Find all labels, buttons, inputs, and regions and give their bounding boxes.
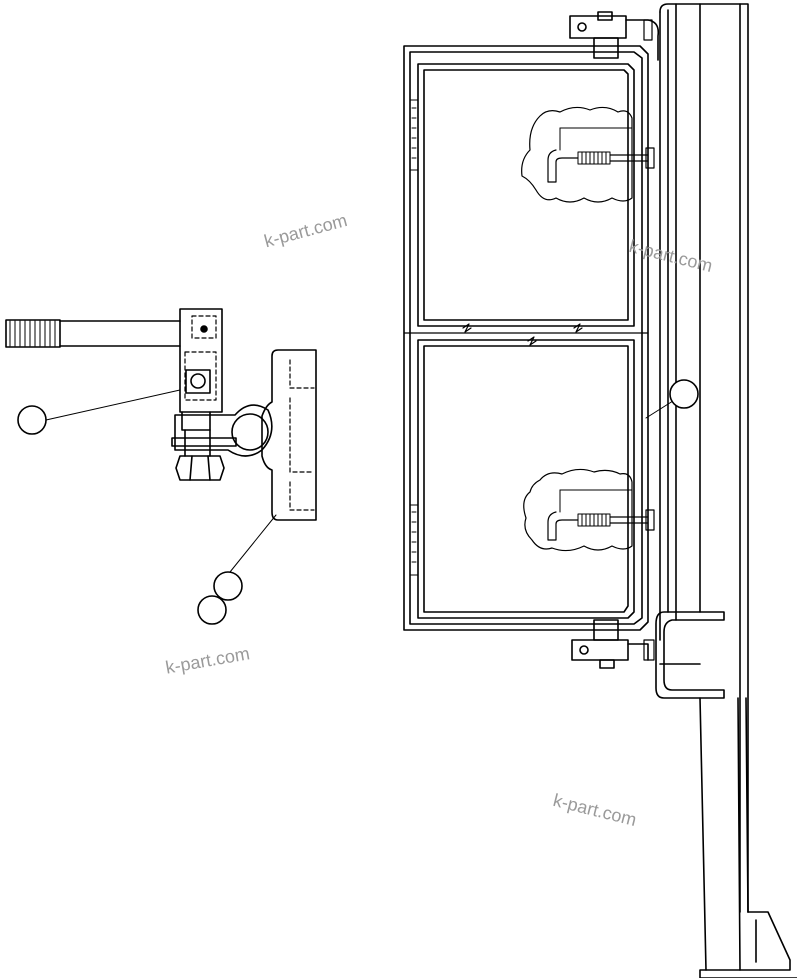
pole-base xyxy=(699,911,797,978)
top-hinge-bracket xyxy=(569,11,660,61)
lever-assembly xyxy=(5,308,317,573)
clamp-block xyxy=(179,308,223,413)
bottom-hinge-bracket xyxy=(571,619,655,669)
hex-nut xyxy=(175,455,225,481)
callout-circle-2 xyxy=(213,571,243,601)
mirror-frame xyxy=(403,45,649,631)
callout-circle-4 xyxy=(669,379,699,409)
mirror-pane-top xyxy=(417,63,635,327)
lever-threaded-end xyxy=(5,319,61,348)
yoke xyxy=(174,404,273,457)
mirror-pane-bottom xyxy=(417,339,635,619)
mounting-body xyxy=(261,349,317,521)
callout-circle-1 xyxy=(17,405,47,435)
support-pole xyxy=(645,3,797,978)
spring-cutaway-bottom xyxy=(523,468,655,552)
lever-rod xyxy=(59,320,181,347)
pole-clamp xyxy=(655,611,725,699)
callout-circle-3 xyxy=(197,595,227,625)
spring-cutaway-top xyxy=(521,106,655,203)
